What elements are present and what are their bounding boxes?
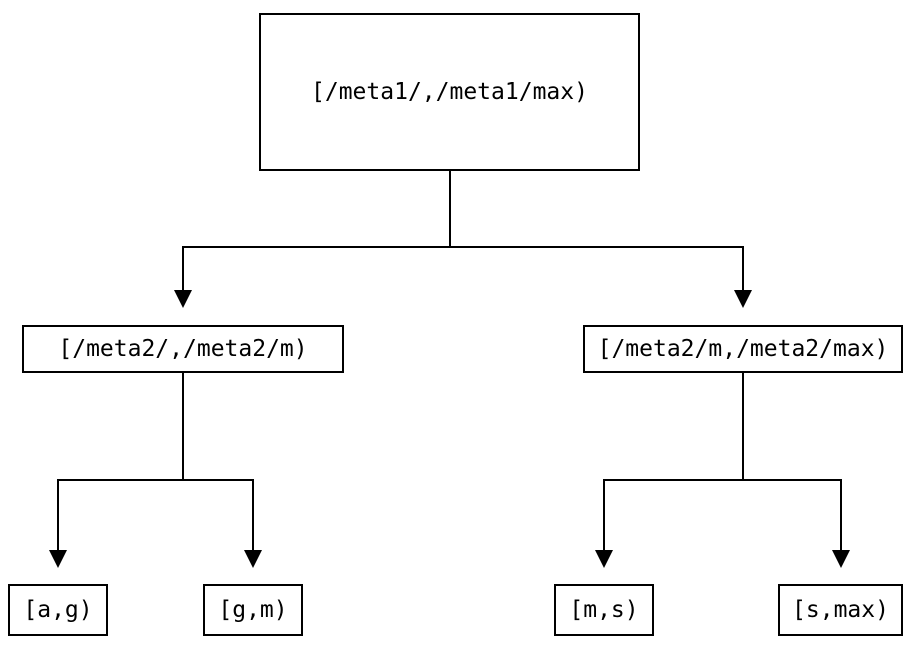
node-leaf-ms: [m,s)	[554, 584, 654, 636]
arrowhead-down-icon	[595, 550, 613, 568]
node-label: [s,max)	[792, 596, 889, 623]
node-label: [/meta2/m,/meta2/max)	[597, 335, 889, 362]
node-leaf-smax: [s,max)	[778, 584, 903, 636]
arrowhead-down-icon	[174, 290, 192, 308]
node-label: [g,m)	[218, 596, 288, 623]
node-leaf-ag: [a,g)	[8, 584, 108, 636]
arrowhead-down-icon	[734, 290, 752, 308]
node-label: [/meta2/,/meta2/m)	[58, 335, 308, 362]
node-label: [a,g)	[23, 596, 93, 623]
node-label: [/meta1/,/meta1/max)	[311, 78, 588, 105]
node-right-range: [/meta2/m,/meta2/max)	[583, 325, 903, 373]
connector-root-to-level2	[174, 171, 752, 308]
connector-left-to-leaves	[49, 373, 262, 568]
arrowhead-down-icon	[832, 550, 850, 568]
node-root-range: [/meta1/,/meta1/max)	[259, 13, 640, 171]
node-label: [m,s)	[569, 596, 639, 623]
connector-right-to-leaves	[595, 373, 850, 568]
node-leaf-gm: [g,m)	[203, 584, 303, 636]
node-left-range: [/meta2/,/meta2/m)	[22, 325, 344, 373]
arrowhead-down-icon	[244, 550, 262, 568]
arrowhead-down-icon	[49, 550, 67, 568]
